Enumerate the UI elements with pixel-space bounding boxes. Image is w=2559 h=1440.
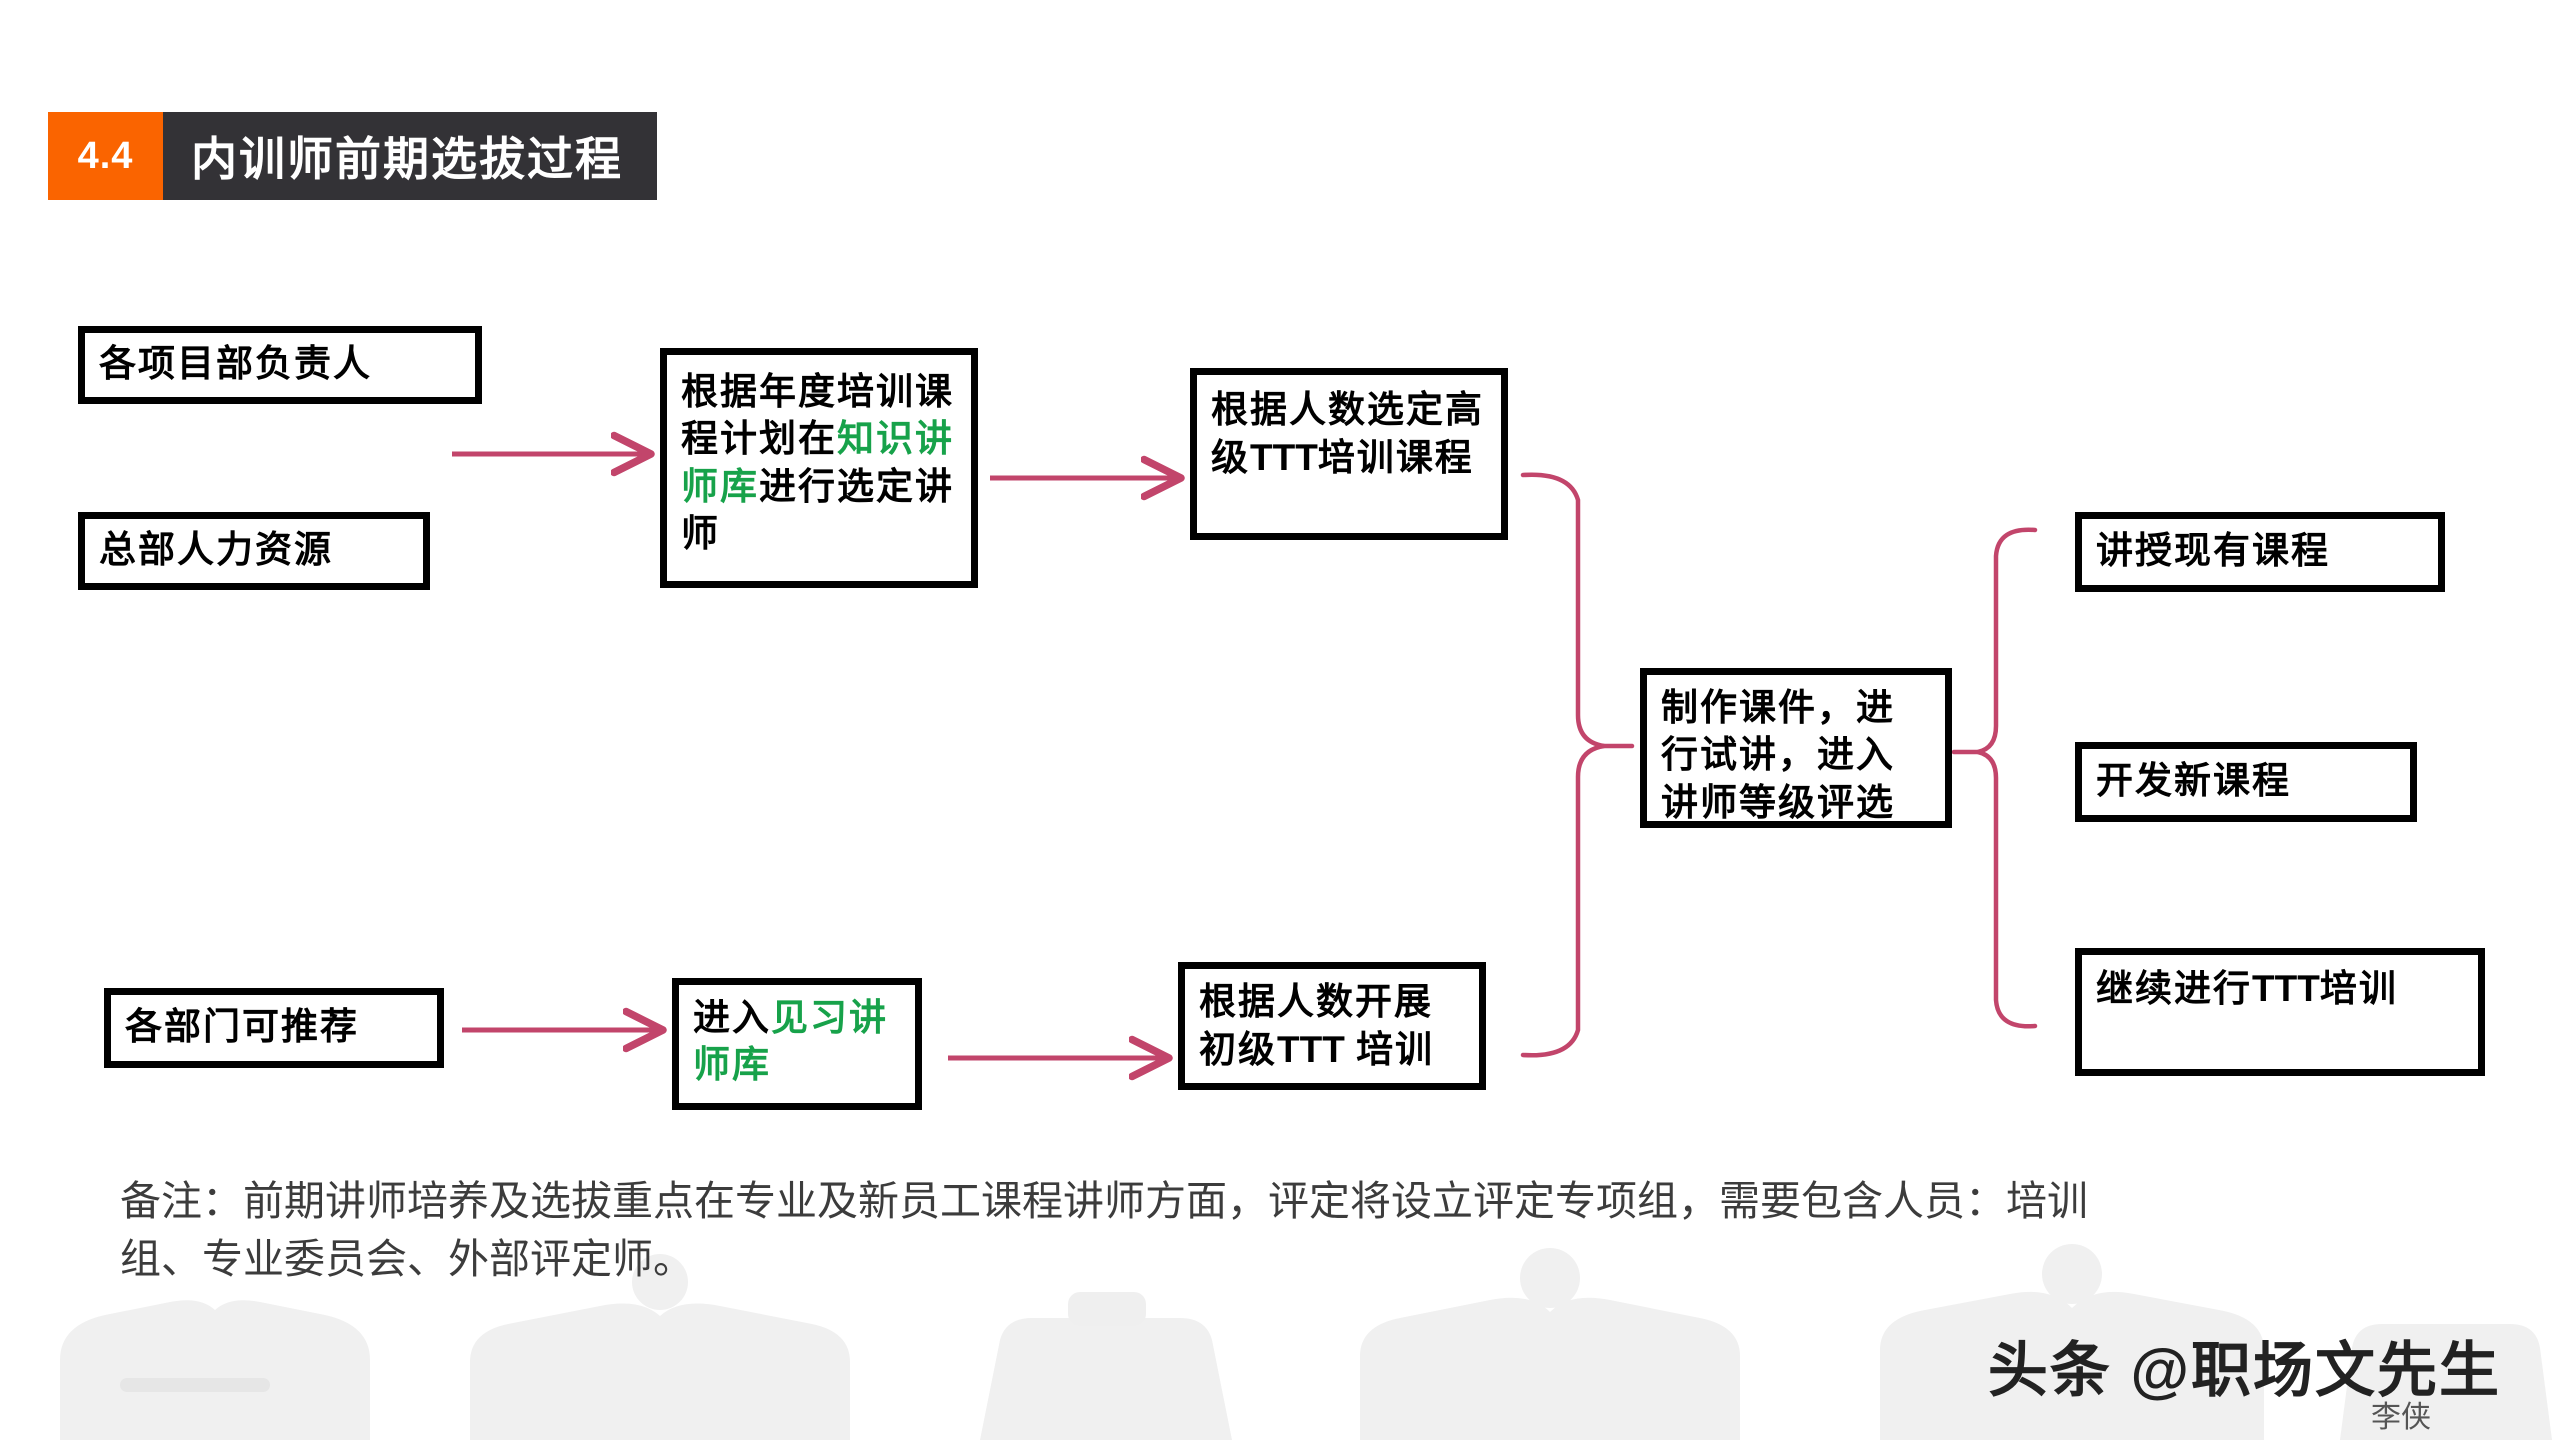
flow-box-intern-trainer-pool[interactable]: 进入见习讲师库 [672, 978, 922, 1110]
flow-box-hr[interactable]: 总部人力资源 [78, 512, 430, 590]
annual-plan-green-1: 知 [837, 419, 876, 461]
footer-note: 备注：前期讲师培养及选拔重点在专业及新员工课程讲师方面，评定将设立评定专项组，需… [120, 1172, 2450, 1288]
senior-ttt-acronym: TTT [1250, 437, 1318, 479]
junior-ttt-line2a: 初级 [1199, 1030, 1277, 1072]
brace-split-right [1977, 527, 2038, 1029]
flow-box-courseware-review[interactable]: 制作课件，进行试讲，进入讲师等级评选 [1640, 668, 1952, 828]
flow-box-continue-ttt-label: 继续进行TTT培训 [2096, 965, 2398, 1013]
continue-ttt-line1a: 继续进行 [2096, 969, 2252, 1010]
annual-plan-line1: 根据年度培训 [681, 372, 915, 413]
page-title: 内训师前期选拔过程 [163, 112, 657, 200]
annual-plan-line3: 进行 [759, 466, 837, 508]
flow-box-project-managers-label: 各项目部负责人 [99, 344, 372, 386]
footer-note-line-1: 备注：前期讲师培养及选拔重点在专业及新员工课程讲师方面，评定将设立评定专项组，需… [120, 1178, 2088, 1224]
flow-box-teach-existing-course[interactable]: 讲授现有课程 [2075, 512, 2445, 592]
footer-note-line-2: 组、专业委员会、外部评定师。 [120, 1236, 694, 1283]
senior-ttt-line1: 根据人数选定 [1211, 390, 1445, 431]
flow-box-department-recommend[interactable]: 各部门可推荐 [104, 988, 444, 1068]
slide-header-banner: 4.4 内训师前期选拔过程 [48, 112, 657, 200]
courseware-line1: 制作课件，进 [1661, 688, 1895, 729]
annual-plan-line2: 课程计划在 [681, 372, 954, 461]
junior-ttt-acronym: TTT [1277, 1029, 1345, 1071]
flow-box-hr-label: 总部人力资源 [99, 530, 333, 572]
annual-plan-line4: 选定讲师 [681, 466, 954, 556]
junior-ttt-line2c: 培训 [1344, 1030, 1435, 1072]
watermark-author: 李侠 [2371, 1401, 2431, 1434]
flow-box-teach-existing-course-label: 讲授现有课程 [2096, 531, 2330, 573]
senior-ttt-line3: 课程 [1395, 438, 1474, 480]
flow-box-project-managers[interactable]: 各项目部负责人 [78, 326, 482, 404]
flow-box-senior-ttt[interactable]: 根据人数选定高级TTT培训课程 [1190, 368, 1508, 540]
flow-box-junior-ttt[interactable]: 根据人数开展初级TTT 培训 [1178, 962, 1486, 1090]
flow-box-annual-plan[interactable]: 根据年度培训课程计划在知识讲师库进行选定讲师 [660, 348, 978, 588]
continue-ttt-acronym: TTT [2252, 968, 2320, 1009]
intern-green-1: 见习 [771, 998, 849, 1039]
flow-box-senior-ttt-label: 根据人数选定高级TTT培训课程 [1211, 387, 1487, 483]
flow-box-department-recommend-label: 各部门可推荐 [125, 1007, 359, 1049]
junior-ttt-line1: 根据人数开展 [1199, 982, 1433, 1023]
courseware-line3: 讲师等级评选 [1661, 782, 1895, 824]
senior-ttt-line2a: 高级 [1211, 390, 1484, 480]
flow-box-continue-ttt[interactable]: 继续进行TTT培训 [2075, 948, 2485, 1076]
annual-plan-green-2: 识讲师库 [681, 419, 954, 508]
intern-green-2: 讲师库 [693, 998, 888, 1087]
continue-ttt-line2: 训 [2358, 969, 2398, 1010]
brace-merge-left [1520, 472, 1605, 1058]
flow-box-junior-ttt-label: 根据人数开展初级TTT 培训 [1199, 979, 1465, 1075]
senior-ttt-line2c: 培训 [1317, 438, 1396, 480]
flow-box-courseware-review-label: 制作课件，进行试讲，进入讲师等级评选 [1661, 685, 1931, 827]
flow-box-intern-trainer-pool-label: 进入见习讲师库 [693, 995, 901, 1090]
flow-box-develop-new-course-label: 开发新课程 [2096, 761, 2291, 803]
courseware-line2: 行试讲，进入 [1661, 735, 1895, 777]
flow-box-develop-new-course[interactable]: 开发新课程 [2075, 742, 2417, 822]
intern-line1: 进入 [693, 998, 771, 1039]
flow-box-annual-plan-label: 根据年度培训课程计划在知识讲师库进行选定讲师 [681, 369, 957, 558]
section-number: 4.4 [48, 112, 163, 200]
continue-ttt-line1c: 培 [2319, 969, 2359, 1010]
watermark-account: 头条 @职场文先生 [1987, 1337, 2501, 1404]
